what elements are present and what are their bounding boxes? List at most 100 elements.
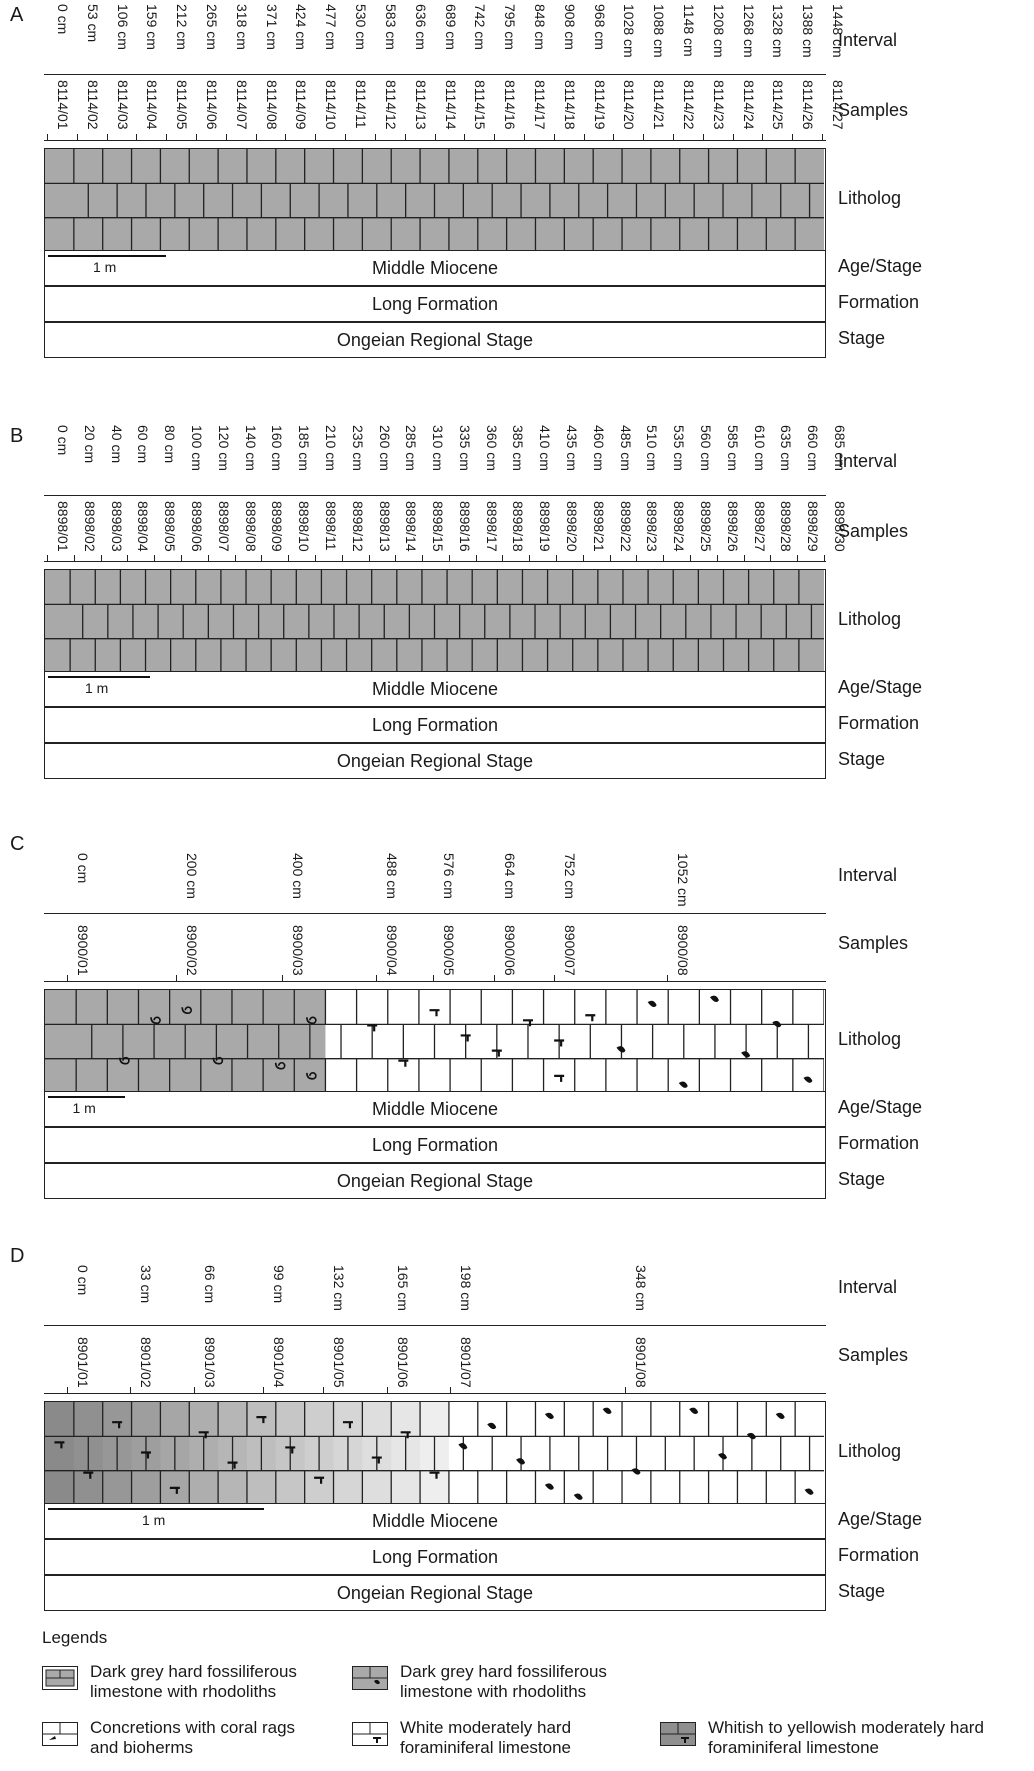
sample-tick	[395, 555, 397, 561]
sample-id: 8900/06	[502, 925, 518, 976]
sample-tick	[702, 134, 704, 140]
sample-id: 8898/02	[81, 501, 98, 552]
scale-bar	[48, 676, 150, 678]
stage-band: Ongeian Regional Stage	[44, 322, 826, 358]
legend-text: Whitish to yellowish moderately hard for…	[708, 1718, 984, 1757]
sample-tick	[434, 134, 436, 140]
coral-rag-swatch-icon	[42, 1722, 78, 1746]
interval-value: 0 cm	[75, 853, 91, 884]
sample-tick	[625, 1387, 626, 1393]
interval-value: 0 cm	[55, 425, 71, 456]
legend-text: Dark grey hard fossiliferous limestone w…	[400, 1662, 607, 1701]
stage-band-text: Ongeian Regional Stage	[336, 750, 534, 771]
interval-value: 310 cm	[430, 425, 447, 471]
sample-tick	[762, 134, 764, 140]
sample-id: 8114/19	[591, 80, 608, 130]
interval-value: 535 cm	[671, 425, 688, 471]
sample-tick	[261, 555, 263, 561]
interval-value: 400 cm	[290, 853, 306, 899]
interval-value: 132 cm	[331, 1265, 347, 1311]
age-band: Middle Miocene	[44, 671, 826, 707]
interval-value: 610 cm	[751, 425, 768, 471]
sample-tick	[387, 1387, 388, 1393]
sample-id: 8114/10	[323, 80, 340, 130]
interval-value: 348 cm	[633, 1265, 649, 1311]
sample-id: 8898/19	[537, 501, 554, 552]
litholog-pattern	[45, 990, 824, 1091]
sample-tick	[797, 555, 799, 561]
interval-value: 410 cm	[537, 425, 554, 471]
sample-id: 8114/15	[472, 80, 489, 130]
sample-tick	[341, 555, 343, 561]
formation-band: Long Formation	[44, 707, 826, 743]
legend-text: Dark grey hard fossiliferous limestone w…	[90, 1662, 297, 1701]
sample-id: 8898/17	[483, 501, 500, 552]
formation-row-label: Formation	[838, 1545, 920, 1565]
interval-value: 585 cm	[724, 425, 741, 471]
litholog-column	[44, 989, 826, 1093]
formation-band: Long Formation	[44, 1127, 826, 1163]
sample-id: 8898/26	[724, 501, 741, 552]
stage-band: Ongeian Regional Stage	[44, 1575, 826, 1611]
sample-id: 8901/02	[138, 1337, 154, 1388]
interval-rule	[44, 495, 826, 496]
sample-tick	[314, 555, 316, 561]
sample-tick	[76, 134, 78, 140]
formation-band: Long Formation	[44, 1539, 826, 1575]
sample-id: 8898/18	[510, 501, 527, 552]
sample-tick	[67, 975, 68, 981]
legend-item-concretions: Concretions with coral rags and bioherms	[42, 1718, 310, 1758]
samples-rule	[44, 981, 826, 982]
stage-row-label: Stage	[838, 749, 886, 769]
legend-item-dark-grey-rhodolith: Dark grey hard fossiliferous limestone w…	[352, 1662, 660, 1702]
sample-id: 8898/22	[617, 501, 634, 552]
interval-row-label: Interval	[838, 865, 898, 885]
sample-id: 8898/01	[55, 501, 71, 552]
interval-value: 583 cm	[382, 4, 399, 50]
stage-row-label: Stage	[838, 1169, 886, 1189]
sample-tick	[323, 1387, 324, 1393]
scale-label: 1 m	[85, 680, 109, 696]
age-row-label: Age/Stage	[838, 677, 923, 697]
interval-value: 120 cm	[215, 425, 232, 471]
sample-id: 8898/04	[135, 501, 152, 552]
interval-row-label: Interval	[838, 451, 898, 471]
sample-tick	[770, 555, 772, 561]
litholog-row-label: Litholog	[838, 609, 902, 629]
sample-tick	[824, 555, 825, 561]
interval-value: 210 cm	[322, 425, 339, 471]
interval-value: 968 cm	[591, 4, 608, 50]
sample-id: 8114/24	[740, 80, 757, 130]
sample-id: 8898/20	[564, 501, 581, 552]
litholog-row-label: Litholog	[838, 188, 902, 208]
age-row-label: Age/Stage	[838, 256, 923, 276]
sample-tick	[154, 555, 156, 561]
sample-tick	[716, 555, 718, 561]
interval-value: 200 cm	[184, 853, 200, 899]
interval-value: 212 cm	[174, 4, 191, 50]
sample-id: 8901/05	[331, 1337, 347, 1388]
scale-bar	[48, 255, 166, 257]
foram-swatch-icon	[352, 1722, 388, 1746]
sample-tick	[556, 555, 558, 561]
sample-tick	[345, 134, 347, 140]
legend-item-whitish-foram: Whitish to yellowish moderately hard for…	[660, 1718, 998, 1758]
age-band: Middle Miocene	[44, 1091, 826, 1127]
sample-tick	[166, 134, 168, 140]
legend-text: Concretions with coral rags and bioherms	[90, 1718, 296, 1757]
sample-tick	[667, 975, 668, 981]
sample-id: 8114/02	[84, 80, 101, 130]
interval-value: 165 cm	[395, 1265, 411, 1311]
age-band: Middle Miocene	[44, 1503, 826, 1539]
age-band-text: Middle Miocene	[371, 1510, 499, 1531]
interval-value: 1268 cm	[740, 4, 757, 58]
sample-tick	[374, 134, 376, 140]
sample-tick	[288, 555, 290, 561]
sample-tick	[553, 134, 555, 140]
sample-tick	[690, 555, 692, 561]
sample-id: 8114/05	[174, 80, 191, 130]
interval-value: 265 cm	[204, 4, 221, 50]
sample-tick	[613, 134, 615, 140]
interval-value: 576 cm	[441, 853, 457, 899]
sample-tick	[136, 134, 138, 140]
